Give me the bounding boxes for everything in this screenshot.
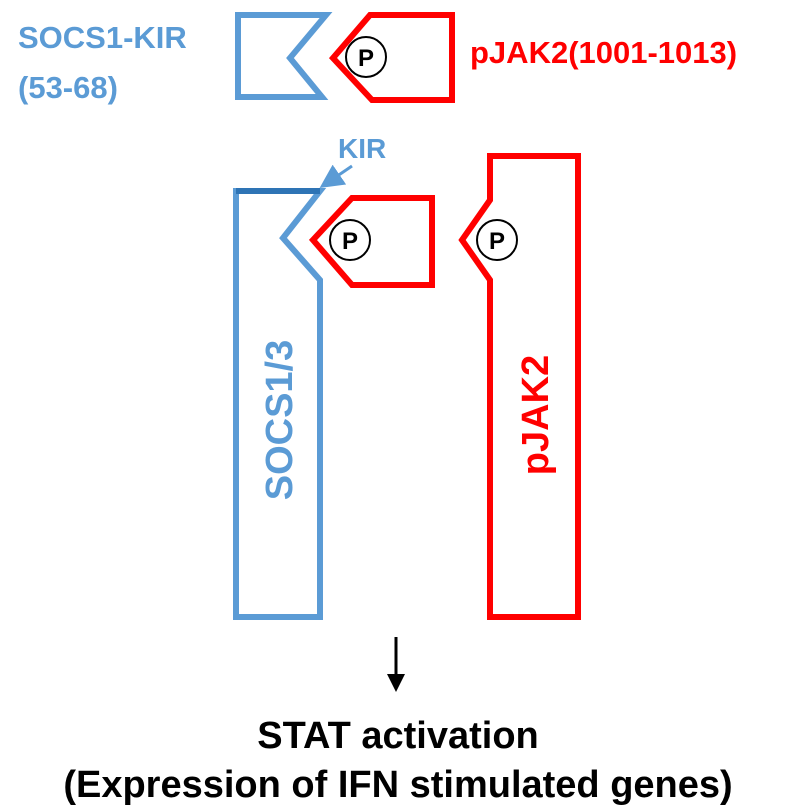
pjak2-shape <box>458 153 581 620</box>
phospho-circle-pjak2 <box>476 219 518 261</box>
kir-label: KIR <box>338 133 386 164</box>
phospho-circle-bound <box>329 219 371 261</box>
socs1-kir-peptide-shape <box>235 12 333 100</box>
pjak2-peptide-shape <box>328 12 455 103</box>
phospho-circle-top <box>345 36 387 78</box>
pjak2-label: pJAK2 <box>515 355 557 475</box>
kir-arrow <box>319 164 353 189</box>
bound-pjak2-peptide-shape <box>308 195 435 288</box>
phospho-label-top: P <box>358 45 374 72</box>
socs1-kir-label: SOCS1-KIR <box>18 20 187 55</box>
socs13-label: SOCS1/3 <box>259 340 301 501</box>
pjak2-peptide-label: pJAK2(1001-1013) <box>470 35 737 70</box>
expression-label: (Expression of IFN stimulated genes) <box>63 764 732 806</box>
phospho-label-bound: P <box>342 228 358 255</box>
socs1-kir-range-label: (53-68) <box>18 70 118 105</box>
phospho-label-pjak2: P <box>489 228 505 255</box>
stat-activation-label: STAT activation <box>257 715 539 757</box>
